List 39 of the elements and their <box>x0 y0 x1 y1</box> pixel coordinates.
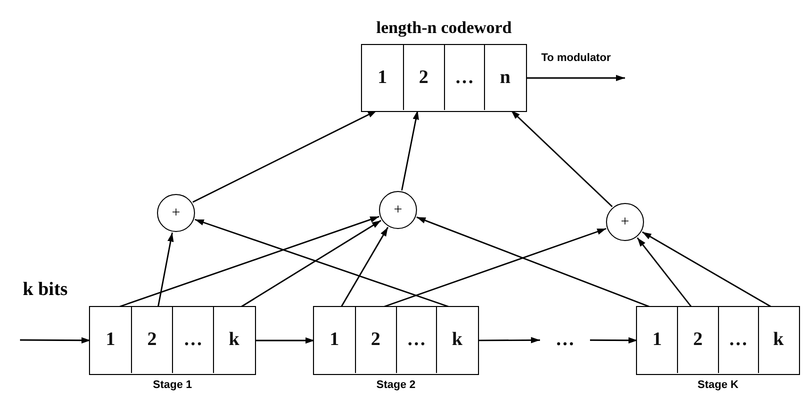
register-title: length-n codeword <box>375 17 513 39</box>
memory-cell: 1 <box>314 307 355 373</box>
arrow <box>192 110 378 203</box>
modulo-2-adder: + <box>379 191 417 229</box>
memory-cell: 2 <box>131 307 172 373</box>
ellipsis-text: … <box>540 328 590 352</box>
memory-cell: … <box>396 307 436 373</box>
stage-label: Stage 2 <box>375 379 417 391</box>
memory-cell: k <box>436 307 477 373</box>
arrow <box>401 110 419 190</box>
arrow <box>478 337 540 344</box>
modulo-2-adder: + <box>157 194 195 232</box>
memory-cell: … <box>444 45 484 110</box>
edge-label: To modulator <box>539 52 613 64</box>
arrow <box>416 216 652 308</box>
arrow <box>157 232 174 308</box>
memory-cell: k <box>213 307 254 373</box>
memory-cell: 2 <box>354 307 396 373</box>
arrow <box>254 337 314 344</box>
arrow <box>20 337 90 344</box>
arrow <box>240 220 382 308</box>
arrow <box>527 74 625 82</box>
stage-label: Stage 1 <box>152 379 194 391</box>
memory-cell: 2 <box>677 307 718 373</box>
memory-cell: k <box>758 307 798 373</box>
stage-label: Stage K <box>696 379 740 391</box>
memory-cell: 1 <box>90 307 131 373</box>
arrow <box>590 337 638 344</box>
memory-cell: 1 <box>362 45 403 110</box>
memory-cell: 1 <box>637 307 678 373</box>
arrow <box>636 237 692 308</box>
memory-cell: … <box>172 307 213 373</box>
modulo-2-adder: + <box>606 203 644 241</box>
arrow <box>642 231 773 308</box>
memory-cell: n <box>484 45 525 110</box>
memory-cell: 2 <box>402 45 444 110</box>
arrow <box>510 110 613 208</box>
memory-cell: … <box>718 307 758 373</box>
arrow <box>340 226 388 308</box>
